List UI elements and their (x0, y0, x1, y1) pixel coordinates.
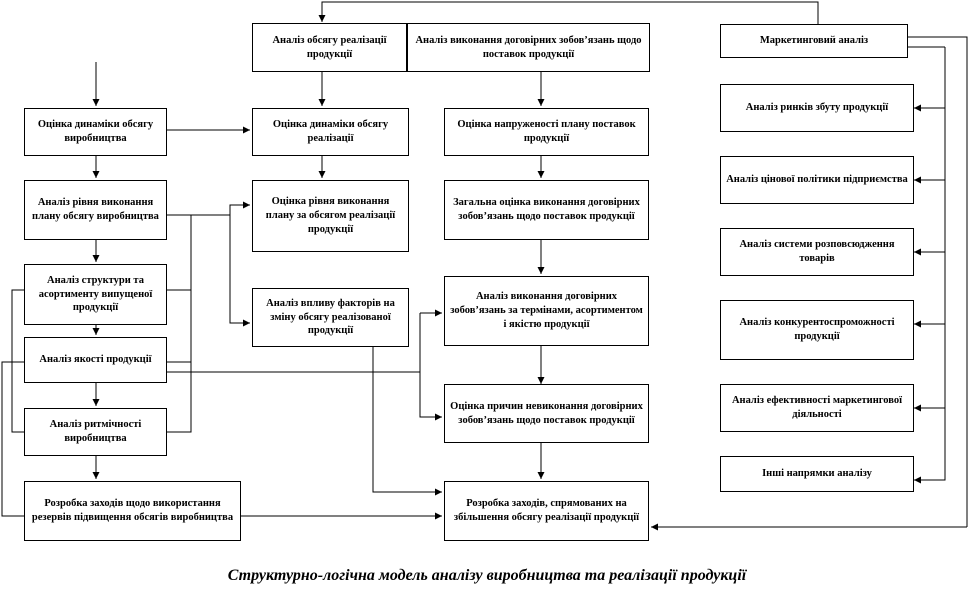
diagram-caption: Структурно-логічна модель аналізу виробн… (227, 567, 747, 584)
arrow-bus-r3 (914, 180, 946, 256)
box-nonfulfillment-causes: Оцінка причин невиконання договірних зоб… (444, 384, 649, 443)
box-sales-increase-measures: Розробка заходів, спрямованих на збільше… (444, 481, 649, 541)
box-marketing-efficiency: Аналіз ефективності маркетингової діяльн… (720, 384, 914, 432)
arrow-bus-r5 (914, 324, 946, 412)
arrow-top-loop (318, 1, 819, 24)
box-production-rhythm: Аналіз ритмічності виробництва (24, 408, 167, 456)
box-sales-dynamics: Оцінка динаміки обсягу реалізації (252, 108, 409, 156)
box-contract-obligations-analysis: Аналіз виконання договірних зобов’язань … (407, 23, 650, 72)
box-sales-plan-level: Оцінка рівня виконання плану за обсягом … (252, 180, 409, 252)
box-other-directions: Інші напрямки аналізу (720, 456, 914, 492)
box-marketing-analysis: Маркетинговий аналіз (720, 24, 908, 58)
box-structure-assortment: Аналіз структури та асортименту випущено… (24, 264, 167, 325)
arrow-bus-r6 (914, 408, 946, 484)
box-production-plan-level: Аналіз рівня виконання плану обсягу виро… (24, 180, 167, 240)
box-distribution-system: Аналіз системи розповсюдження товарів (720, 228, 914, 276)
line-bracket-right (166, 214, 192, 433)
box-sales-volume-analysis: Аналіз обсягу реалізації продукції (252, 23, 407, 72)
box-supply-plan-tension: Оцінка напруженості плану поставок проду… (444, 108, 649, 156)
line-l4-left (1, 361, 24, 517)
box-obligations-terms-quality: Аналіз виконання договірних зобов’язань … (444, 276, 649, 346)
line-right-bus (908, 36, 968, 527)
arrow-m3-c5 (372, 347, 442, 496)
box-sales-markets: Аналіз ринків збуту продукції (720, 84, 914, 132)
box-pricing-policy: Аналіз цінової політики підприємства (720, 156, 914, 204)
arrow-bus-r1 (914, 47, 946, 112)
arrow-bus-r2 (914, 108, 946, 184)
box-production-dynamics: Оцінка динаміки обсягу виробництва (24, 108, 167, 156)
arrow-bus-r4 (914, 252, 946, 328)
box-factors-influence: Аналіз впливу факторів на зміну обсягу р… (252, 288, 409, 347)
box-production-reserves-measures: Розробка заходів щодо використання резер… (24, 481, 241, 541)
box-competitiveness: Аналіз конкурентоспроможності продукції (720, 300, 914, 360)
box-product-quality: Аналіз якості продукції (24, 337, 167, 383)
arrow-l2-m3 (229, 215, 250, 327)
arrow-l2-m2 (166, 201, 250, 216)
arrow-into-c4 (419, 313, 442, 421)
line-bracket-left (11, 289, 24, 433)
box-general-obligations-assessment: Загальна оцінка виконання договірних зоб… (444, 180, 649, 240)
